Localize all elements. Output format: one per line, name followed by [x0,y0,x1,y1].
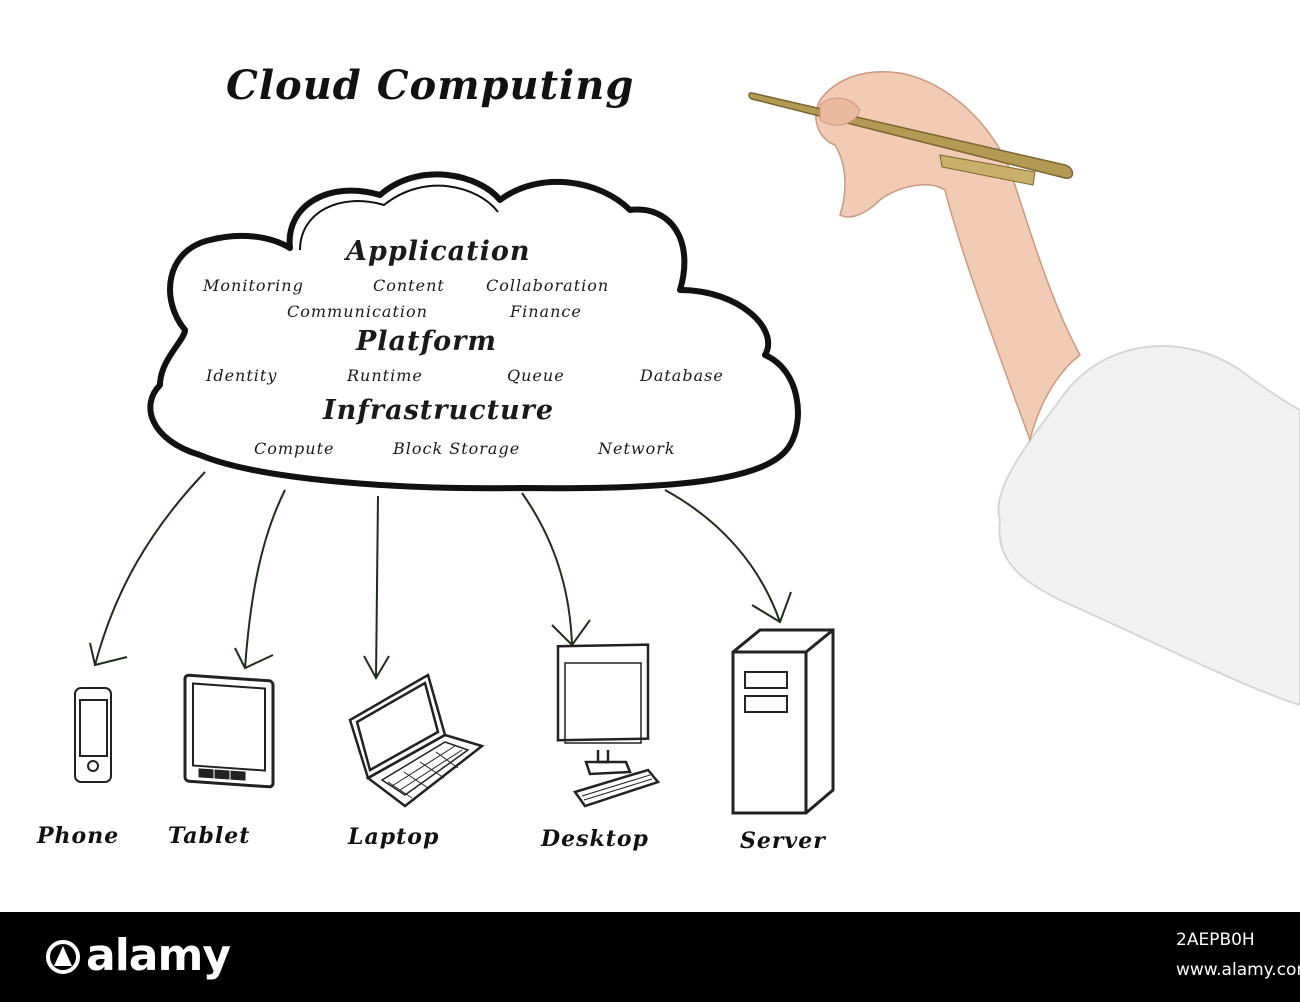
device-label-server: Server [740,828,826,854]
hand-with-pen [748,71,1300,707]
diagram-canvas: Cloud Computing Application Monitoring C… [37,62,1300,854]
watermark-logo: alamy [46,930,231,981]
item-collaboration: Collaboration [486,276,610,295]
item-database: Database [640,366,724,385]
server-icon [731,628,835,815]
watermark-footer: alamy 2AEPB0H www.alamy.com [0,912,1300,1002]
arrow-to-phone [94,471,206,666]
desktop-icon [556,643,661,808]
layer-platform-title: Platform [356,326,497,357]
item-network: Network [598,439,676,458]
device-label-laptop: Laptop [348,824,440,850]
arrow-to-tablet-head [234,647,274,670]
diagram-title: Cloud Computing [226,62,635,109]
alamy-logo-icon [46,940,80,974]
item-identity: Identity [206,366,278,385]
layer-application-title: Application [346,236,531,267]
item-finance: Finance [510,302,582,321]
arrow-to-server [664,489,781,623]
item-block-storage: Block Storage [393,439,521,458]
item-queue: Queue [507,366,565,385]
arrow-to-laptop [375,495,379,679]
watermark-brand: alamy [86,930,231,981]
arrow-to-desktop [521,492,573,646]
phone-icon [74,687,112,783]
item-compute: Compute [254,439,335,458]
tablet-icon [183,673,275,789]
arrows [89,471,792,681]
arrow-to-laptop-head [363,655,390,681]
laptop-icon [348,673,485,808]
item-content: Content [373,276,445,295]
layer-infrastructure-title: Infrastructure [323,395,555,426]
arrow-to-tablet [244,489,286,669]
diagram-drawing [74,71,1300,815]
device-label-phone: Phone [37,823,120,849]
arrow-to-server-head [751,591,792,624]
item-communication: Communication [287,302,428,321]
device-label-tablet: Tablet [168,823,251,849]
watermark-site: www.alamy.com [1176,960,1300,980]
cloud-shape [147,171,801,492]
item-monitoring: Monitoring [203,276,304,295]
arrow-to-phone-head [89,642,128,667]
cloud-shape-inner [299,184,499,251]
item-runtime: Runtime [347,366,423,385]
watermark-image-id: 2AEPB0H [1176,930,1255,950]
device-label-desktop: Desktop [541,826,649,852]
